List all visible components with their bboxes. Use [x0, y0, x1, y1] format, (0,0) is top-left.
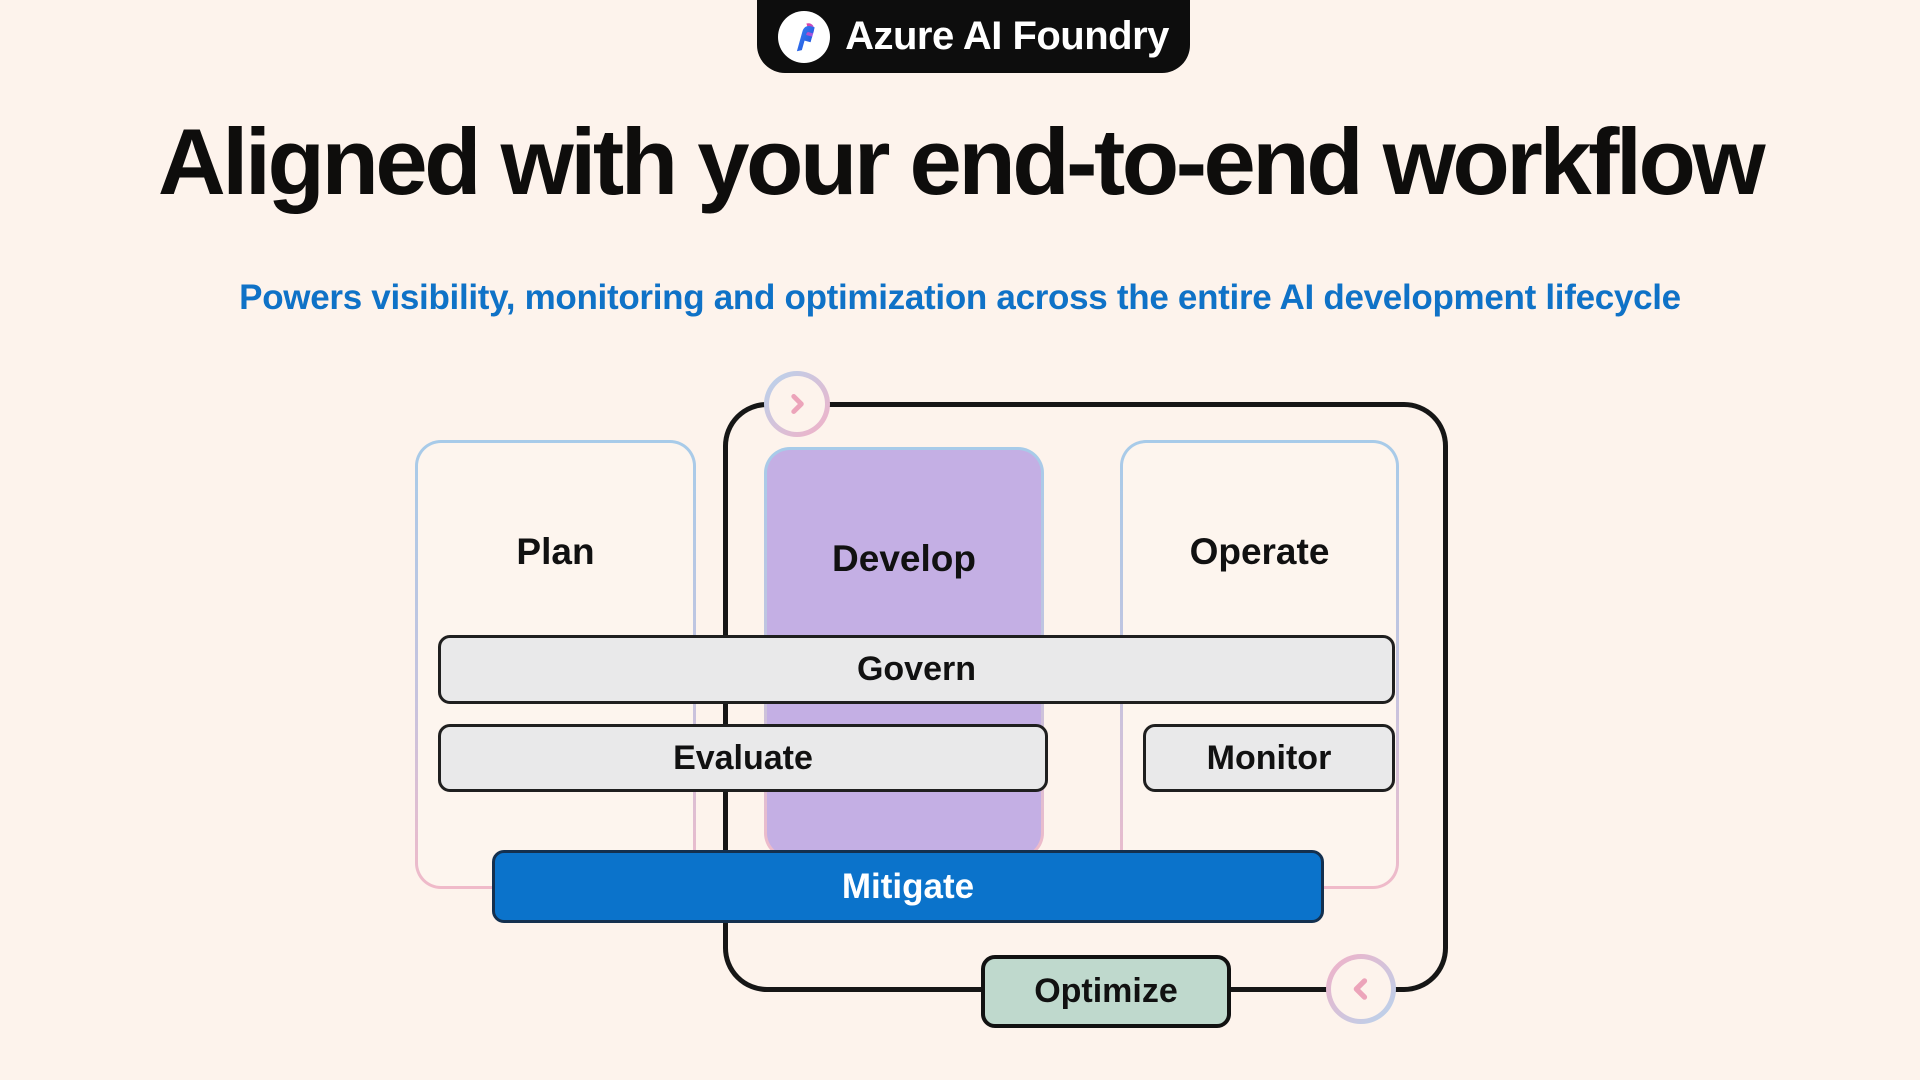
column-operate-label: Operate: [1189, 531, 1330, 572]
bar-govern: Govern: [438, 635, 1395, 704]
next-button[interactable]: [764, 371, 830, 437]
back-button[interactable]: [1326, 954, 1396, 1024]
badge-label: Azure AI Foundry: [845, 14, 1169, 58]
bar-mitigate-label: Mitigate: [841, 866, 975, 906]
bar-optimize-label: Optimize: [1034, 972, 1178, 1010]
bar-mitigate: Mitigate: [492, 850, 1324, 923]
azure-ai-foundry-logo-icon: [778, 10, 831, 63]
page-title: Aligned with your end-to-end workflow: [157, 109, 1766, 214]
bar-govern-label: Govern: [856, 650, 977, 688]
bar-optimize: Optimize: [981, 955, 1231, 1028]
column-develop-label: Develop: [832, 538, 976, 579]
chevron-left-icon: [1353, 978, 1368, 1000]
column-plan-label: Plan: [516, 531, 595, 572]
bar-evaluate: Evaluate: [438, 724, 1048, 792]
bar-monitor-label: Monitor: [1206, 738, 1332, 777]
azure-ai-foundry-badge: Azure AI Foundry: [757, 0, 1190, 73]
page-subtitle: Powers visibility, monitoring and optimi…: [239, 278, 1681, 317]
bar-monitor: Monitor: [1143, 724, 1395, 792]
bar-evaluate-label: Evaluate: [673, 738, 813, 777]
chevron-right-icon: [791, 393, 804, 415]
